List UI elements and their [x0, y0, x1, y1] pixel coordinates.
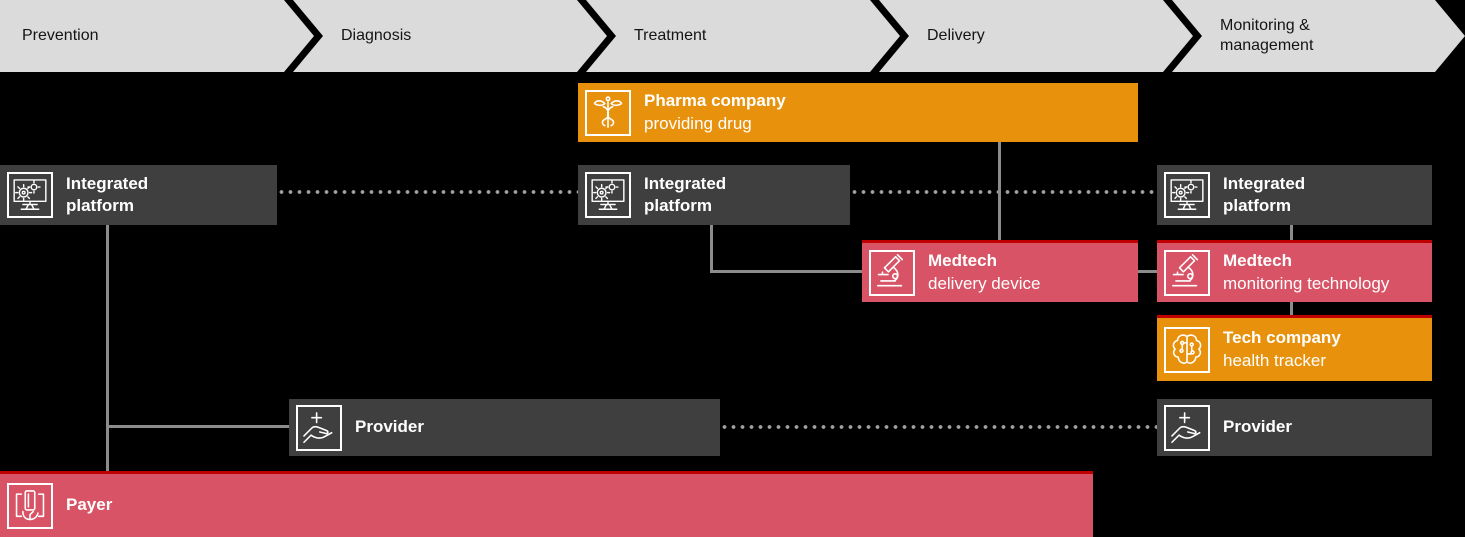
connector-platform-left-to-payer — [106, 225, 109, 471]
box-subtitle: providing drug — [644, 113, 752, 133]
hand-plus-icon — [1164, 404, 1210, 451]
box-title: Medtech — [1223, 251, 1292, 271]
microscope-icon — [1164, 249, 1210, 296]
stage-chevron-delivery: Delivery — [879, 0, 1193, 72]
box-integrated-platform-monitoring: Integrated platform — [1157, 165, 1432, 225]
stage-label: Diagnosis — [341, 27, 412, 44]
caduceus-icon — [585, 89, 631, 136]
dotted-link-provider-left-right — [720, 425, 1157, 429]
box-title: Integrated platform — [644, 173, 727, 215]
connector-platform-middle-down — [710, 225, 713, 273]
box-title: Pharma company — [644, 91, 786, 111]
microscope-icon — [869, 249, 915, 296]
box-subtitle: delivery device — [928, 273, 1041, 293]
dotted-link-platform-left-middle — [277, 190, 578, 194]
stage-label: Treatment — [634, 27, 707, 44]
box-title: Integrated platform — [1223, 173, 1306, 215]
box-medtech-monitoring-technology: Medtech monitoring technology — [1157, 240, 1432, 302]
hand-plus-icon — [296, 404, 342, 451]
connector-branch-to-provider-left — [106, 425, 289, 428]
connector-platform-middle-to-medtech-delivery — [710, 270, 862, 273]
box-provider-diagnosis: Provider — [289, 399, 720, 456]
stage-chevron-prevention: Prevention — [0, 0, 314, 72]
box-provider-monitoring: Provider — [1157, 399, 1432, 456]
box-pharma-company: Pharma company providing drug — [578, 83, 1138, 142]
connector-medtech-delivery-to-monitoring — [1138, 270, 1157, 273]
box-title: Medtech — [928, 251, 997, 271]
connector-pharma-to-medtech-delivery — [998, 142, 1001, 240]
box-payer: Payer — [0, 471, 1093, 537]
box-title: Integrated platform — [66, 173, 149, 215]
box-title: Provider — [1223, 417, 1292, 437]
stage-chevron-monitoring-management: Monitoring & management — [1172, 0, 1465, 72]
box-subtitle: monitoring technology — [1223, 273, 1390, 293]
box-integrated-platform-prevention: Integrated platform — [0, 165, 277, 225]
brain-circuit-icon — [1164, 326, 1210, 373]
box-title: Tech company — [1223, 328, 1341, 348]
stage-label: Delivery — [927, 27, 985, 44]
stage-label: Prevention — [22, 27, 99, 44]
monitor-gears-icon — [585, 172, 631, 218]
stage-chevron-diagnosis: Diagnosis — [293, 0, 607, 72]
stage-chevron-treatment: Treatment — [586, 0, 900, 72]
connector-platform-right-to-medtech-monitoring — [1290, 225, 1293, 240]
stage-label: Monitoring & management — [1220, 17, 1314, 54]
monitor-gears-icon — [7, 172, 53, 218]
box-title: Provider — [355, 417, 424, 437]
monitor-gears-icon — [1164, 172, 1210, 218]
box-tech-company-health-tracker: Tech company health tracker — [1157, 315, 1432, 381]
box-medtech-delivery-device: Medtech delivery device — [862, 240, 1138, 302]
box-integrated-platform-treatment: Integrated platform — [578, 165, 850, 225]
card-hand-icon — [7, 482, 53, 529]
dotted-link-platform-middle-right — [850, 190, 1157, 194]
box-subtitle: health tracker — [1223, 350, 1326, 370]
box-title: Payer — [66, 495, 113, 515]
connector-medtech-monitoring-to-tech-company — [1290, 302, 1293, 316]
